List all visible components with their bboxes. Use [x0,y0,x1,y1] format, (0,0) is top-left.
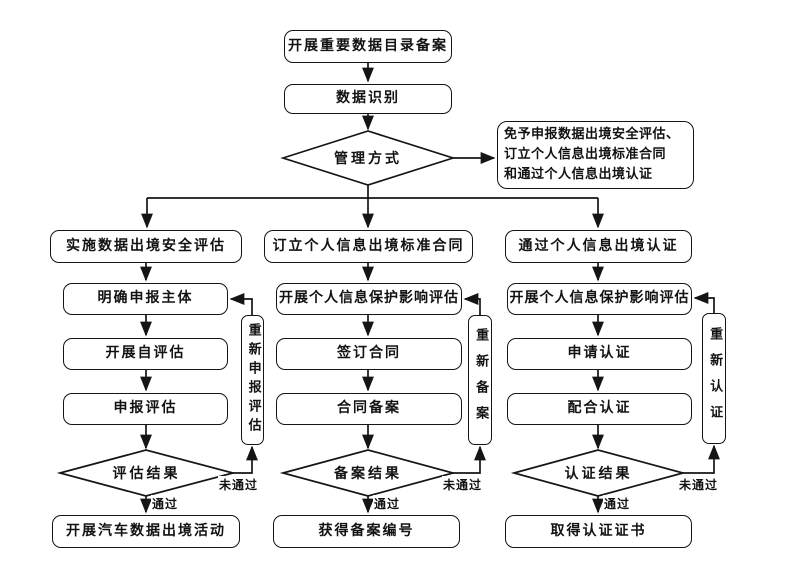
recertification-text: 重新认证 [707,326,723,431]
redeclare-assessment-text: 重新申报评估 [245,323,261,437]
node-conduct-self-assessment: 开展自评估 [63,338,228,370]
node-recertification-loop: 重新认证 [702,313,726,444]
node-carry-out-auto-data-export: 开展汽车数据出境活动 [52,515,240,548]
node-obtain-filing-number: 获得备案编号 [273,515,460,548]
decision-filing-result-label: 备案结果 [334,466,402,482]
node-obtain-certificate: 取得认证证书 [505,515,692,548]
node-clarify-declaring-entity: 明确申报主体 [63,283,228,315]
node-refiling-loop: 重新备案 [468,315,492,445]
node-declare-assessment: 申报评估 [63,393,228,425]
node-header-standard-contract: 订立个人信息出境标准合同 [264,230,473,263]
label-pass-col2: 通过 [373,495,402,512]
node-header-certification: 通过个人信息出境认证 [505,230,692,263]
node-pia-assessment-certification: 开展个人信息保护影响评估 [507,283,692,315]
decision-certification-result-label: 认证结果 [564,466,633,482]
node-pia-assessment-contract: 开展个人信息保护影响评估 [276,283,462,315]
node-header-security-assessment: 实施数据出境安全评估 [50,230,242,263]
node-cooperate-certification: 配合认证 [507,393,692,425]
node-contract-filing: 合同备案 [276,393,462,425]
node-start-important-data-catalog-filing: 开展重要数据目录备案 [284,30,452,63]
node-apply-certification: 申请认证 [507,338,692,370]
label-fail-col2: 未通过 [442,476,484,493]
decision-assessment-result-label: 评估结果 [112,466,181,482]
node-sign-contract: 签订合同 [276,338,462,370]
node-exemption-note: 免予申报数据出境安全评估、 订立个人信息出境标准合同 和通过个人信息出境认证 [497,121,694,189]
label-fail-col3: 未通过 [678,476,720,493]
label-fail-col1: 未通过 [218,476,260,493]
refiling-text: 重新备案 [473,328,489,432]
node-redeclare-assessment-loop: 重新申报评估 [241,315,264,445]
node-data-identification: 数据识别 [284,84,452,114]
label-pass-col3: 通过 [603,495,632,512]
label-pass-col1: 通过 [151,495,180,512]
decision-management-mode-label: 管理方式 [334,151,402,167]
